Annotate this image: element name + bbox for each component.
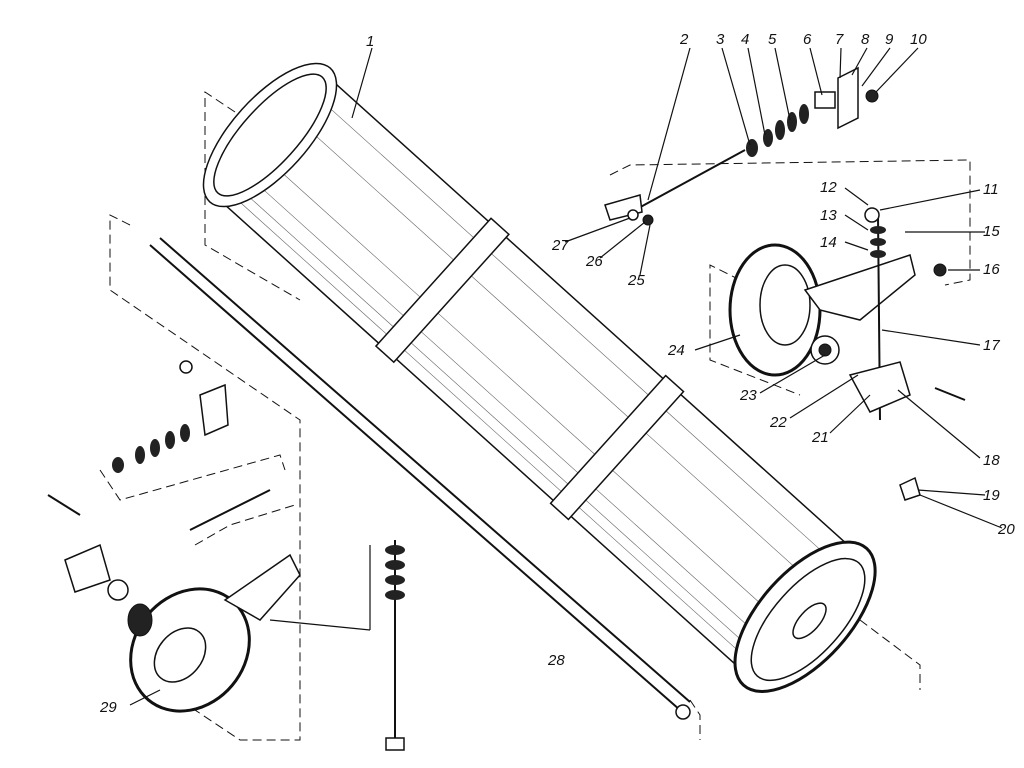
callout-17: 17 bbox=[983, 337, 1000, 354]
callout-20: 20 bbox=[997, 521, 1015, 538]
leader-lines bbox=[129, 47, 1003, 706]
shaft bbox=[149, 237, 691, 720]
callout-15: 15 bbox=[983, 223, 1000, 240]
callout-14: 14 bbox=[820, 234, 837, 251]
callout-12: 12 bbox=[820, 179, 837, 196]
callout-26: 26 bbox=[585, 253, 603, 270]
callout-16: 16 bbox=[983, 261, 1000, 278]
callout-5: 5 bbox=[768, 31, 777, 48]
callout-24: 24 bbox=[667, 342, 685, 359]
callout-7: 7 bbox=[835, 31, 844, 48]
callout-6: 6 bbox=[803, 31, 812, 48]
callout-8: 8 bbox=[861, 31, 870, 48]
callout-labels: 1 2 3 4 5 6 7 8 9 10 11 12 13 14 15 16 1… bbox=[99, 31, 1015, 716]
callout-3: 3 bbox=[716, 31, 725, 48]
callout-22: 22 bbox=[769, 414, 787, 431]
callout-2: 2 bbox=[679, 31, 689, 48]
callout-27: 27 bbox=[551, 237, 569, 254]
callout-19: 19 bbox=[983, 487, 1000, 504]
callout-29: 29 bbox=[99, 699, 117, 716]
drum-cylinder bbox=[202, 62, 877, 693]
callout-28: 28 bbox=[547, 652, 565, 669]
callout-13: 13 bbox=[820, 207, 837, 224]
bearing-housing-left bbox=[47, 360, 405, 751]
callout-10: 10 bbox=[910, 31, 927, 48]
callout-11: 11 bbox=[983, 181, 999, 198]
callout-18: 18 bbox=[983, 452, 1000, 469]
bearing-housing-right bbox=[728, 207, 966, 501]
assembly-guide-lines bbox=[99, 91, 971, 741]
callout-23: 23 bbox=[739, 387, 757, 404]
callout-25: 25 bbox=[627, 272, 645, 289]
callout-1: 1 bbox=[366, 33, 374, 50]
callout-21: 21 bbox=[811, 429, 829, 446]
callout-4: 4 bbox=[741, 31, 749, 48]
callout-9: 9 bbox=[885, 31, 894, 48]
tension-rod-assembly bbox=[604, 66, 879, 226]
